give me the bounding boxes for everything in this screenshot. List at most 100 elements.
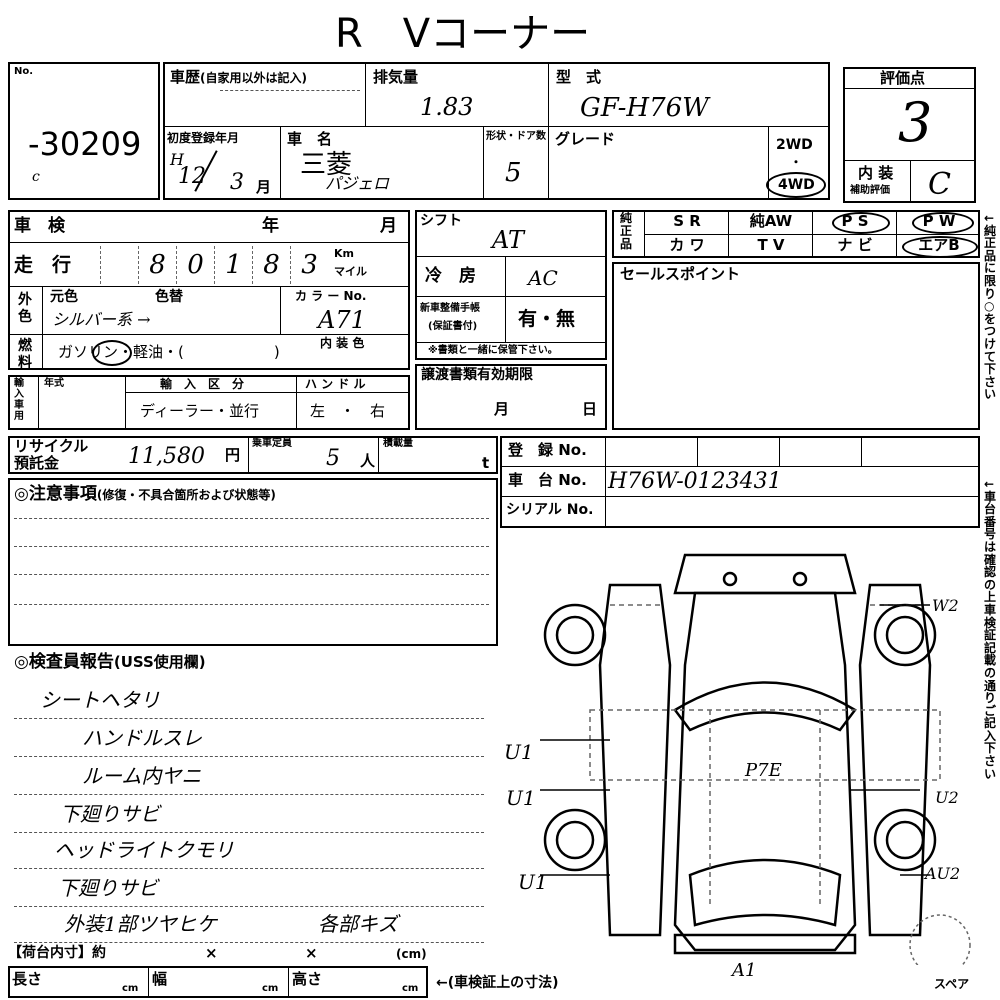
mileage-digit-0 <box>100 246 138 284</box>
recycle-box <box>8 436 498 474</box>
mark-au2: AU2 <box>925 864 961 883</box>
interior-eval-label2: 補助評価 <box>850 185 890 196</box>
handle-label: ハ ン ド ル <box>305 377 366 391</box>
load-unit: t <box>482 454 490 472</box>
inspection-year-unit: 年 <box>262 216 279 236</box>
grade-label: グレード <box>555 130 616 148</box>
interior-eval-value: C <box>928 167 951 202</box>
doors-label: 形状・ドア数 <box>486 131 546 142</box>
car-diagram <box>540 553 971 965</box>
cargo-height-label: 高さ <box>292 970 323 988</box>
registration-label: 登 録 No. <box>508 441 587 459</box>
cargo-length-unit: cm <box>122 983 139 994</box>
capacity-value: 5 <box>326 446 340 471</box>
cargo-width-label: 幅 <box>152 970 168 988</box>
report-line-1: ハンドルスレ <box>82 726 202 750</box>
outer-color-label: 外色 <box>18 292 32 325</box>
import-box <box>8 375 410 430</box>
first-reg-month: 3 <box>230 170 244 195</box>
genuine-label: 純正品 <box>620 211 633 252</box>
service-book-label1: 新車整備手帳 <box>420 303 480 314</box>
cargo-note: ←(車検証上の寸法) <box>436 975 559 991</box>
report-line-0: シートヘタリ <box>40 688 160 712</box>
mileage-digit-2: 0 <box>176 246 214 284</box>
mark-u1-b: U1 <box>506 786 536 810</box>
import-category-label: 輸 入 区 分 <box>160 377 245 391</box>
chassis-label: 車 台 No. <box>508 471 587 489</box>
first-reg-month-unit: 月 <box>256 178 272 196</box>
car-maker-value: 三菱 <box>300 150 353 180</box>
load-label: 積載量 <box>383 438 413 449</box>
import-category-value: ディーラー・並行 <box>140 402 259 420</box>
caution-title: ◎注意事項(修復・不具合箇所および状態等) <box>14 484 276 504</box>
lot-mark: c <box>32 169 40 185</box>
mark-u2: U2 <box>935 788 959 807</box>
serial-label: シリアル No. <box>506 502 594 518</box>
chassis-value: H76W-0123431 <box>608 469 782 494</box>
model-value: GF-H76W <box>580 93 709 123</box>
history-label: 車歴(自家用以外は記入) <box>170 68 307 86</box>
cargo-height-unit: cm <box>402 983 419 994</box>
lot-number: -30209 <box>28 125 142 163</box>
ps-circle <box>832 212 890 234</box>
recycle-label1: リサイクル <box>14 437 89 455</box>
import-year-label: 年式 <box>44 378 64 389</box>
genuine-row2-item-2: ナ ビ <box>837 236 873 254</box>
mileage-digit-3: 1 <box>214 246 252 284</box>
change-color-label: 色替 <box>155 289 183 305</box>
drive-4wd-circle <box>766 172 826 198</box>
service-book-note: ※書類と一緒に保管下さい。 <box>428 345 558 356</box>
report-line-7: 各部キズ <box>318 912 398 936</box>
mark-u1-a: U1 <box>504 740 534 764</box>
page-title: R Vコーナー <box>335 11 591 57</box>
genuine-row1-item-1: 純AW <box>749 212 793 230</box>
first-reg-era: H <box>170 150 184 169</box>
sales-point-box <box>612 262 980 430</box>
mileage-unit-mile: マイル <box>334 265 367 278</box>
inspection-box <box>8 210 410 370</box>
orig-color-label: 元色 <box>50 289 78 305</box>
fuel-label: 燃料 <box>18 338 32 371</box>
doors-value: 5 <box>505 158 522 188</box>
car-name-label: 車 名 <box>287 130 333 148</box>
recycle-value: 11,580 <box>128 444 205 469</box>
handle-value: 左 ・ 右 <box>310 402 386 420</box>
pw-circle <box>912 212 974 234</box>
cargo-x2: × <box>305 944 318 962</box>
registration-box <box>500 436 980 528</box>
mileage-label: 走 行 <box>14 254 72 276</box>
shift-value: AT <box>492 226 525 254</box>
capacity-label: 乗車定員 <box>252 438 292 449</box>
recycle-unit: 円 <box>225 446 241 464</box>
cargo-box <box>8 966 428 998</box>
genuine-row2-item-0: カ ワ <box>669 236 705 254</box>
cargo-label: 【荷台内寸】約 <box>8 945 106 961</box>
caution-box <box>8 478 498 646</box>
first-reg-label: 初度登録年月 <box>167 131 240 145</box>
color-code-value: A71 <box>318 306 366 334</box>
capacity-unit: 人 <box>360 452 376 470</box>
airbag-circle <box>902 236 978 258</box>
inspection-label: 車 検 <box>14 216 65 236</box>
shift-box <box>415 210 607 360</box>
report-line-4: ヘッドライトクモリ <box>54 838 234 862</box>
import-label: 輸入車用 <box>14 378 24 422</box>
service-book-label2: (保証書付) <box>428 321 478 332</box>
mark-p7e: P7E <box>745 760 782 781</box>
inspection-month-unit: 月 <box>380 216 397 236</box>
mark-a1: A1 <box>732 960 757 981</box>
cargo-x1: × <box>205 944 218 962</box>
genuine-row1-item-0: S R <box>673 212 701 230</box>
model-label: 型 式 <box>556 68 602 86</box>
car-name-value: パジェロ <box>325 174 390 193</box>
score-value: 3 <box>898 91 933 154</box>
transfer-box <box>415 364 607 430</box>
color-code-label: カ ラ ー No. <box>295 289 367 303</box>
displacement-label: 排気量 <box>373 68 419 86</box>
vehicle-info-box <box>163 62 830 200</box>
orig-color-value: シルバー系 → <box>52 310 151 329</box>
fuel-gasoline-circle <box>92 340 132 366</box>
shift-label: シフト <box>420 213 462 229</box>
report-line-2: ルーム内ヤニ <box>82 764 202 788</box>
displacement-value: 1.83 <box>420 93 474 121</box>
